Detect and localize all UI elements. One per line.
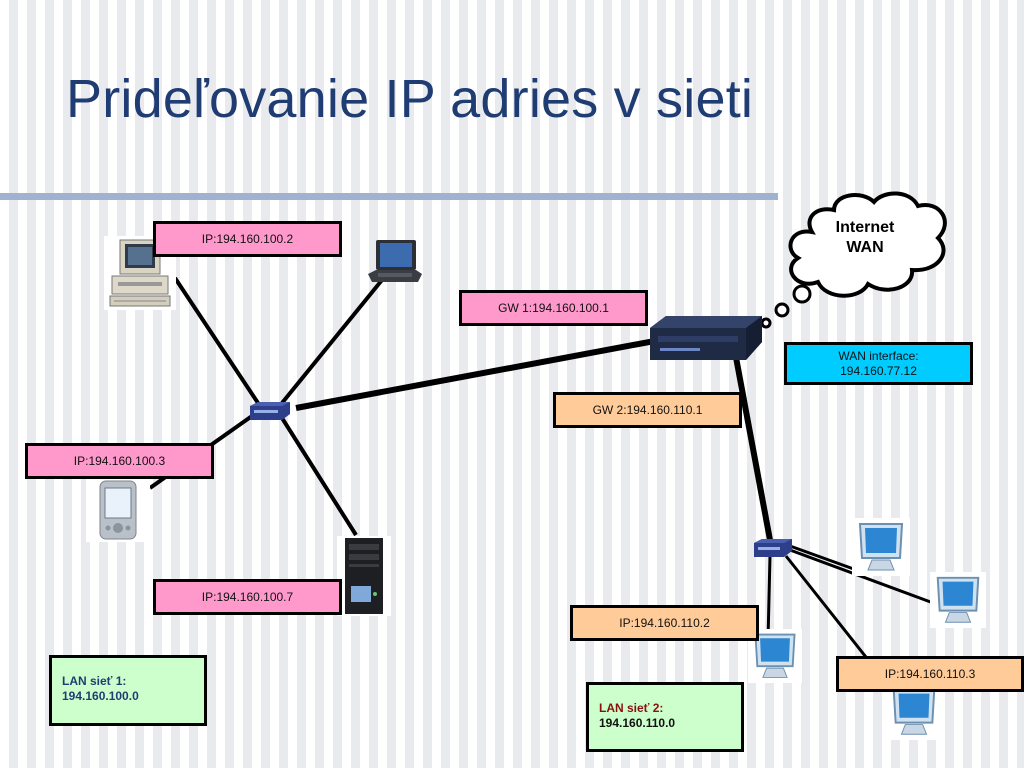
cloud-bubble-large (792, 284, 812, 304)
title-underline (0, 193, 778, 200)
laptop-icon (368, 240, 422, 282)
link-hub2-pc2 (789, 548, 937, 606)
wan-interface-label: WAN interface: 194.160.77.12 (784, 342, 973, 385)
cloud-label-line1: Internet (835, 219, 895, 236)
lan2-address: 194.160.110.0 (599, 716, 676, 730)
cloud-bubble-medium (774, 302, 790, 318)
link-hub2-pc4 (766, 555, 772, 641)
monitor-icon (930, 572, 986, 628)
ip-label-194-160-100-2: IP:194.160.100.2 (153, 221, 342, 257)
gateway2-label: GW 2:194.160.110.1 (553, 392, 742, 428)
ip-label-194-160-110-2: IP:194.160.110.2 (570, 605, 759, 641)
link-hub2-pc1 (789, 544, 863, 574)
wan-interface-line1: WAN interface: (838, 348, 919, 363)
ip-label-194-160-100-7: IP:194.160.100.7 (153, 579, 342, 615)
cloud-label-line2: WAN (846, 239, 884, 256)
gateway1-label: GW 1:194.160.100.1 (459, 290, 648, 326)
lan1-box: LAN sieť 1: 194.160.100.0 (49, 655, 207, 726)
slide-title: Prideľovanie IP adries v sieti (66, 69, 754, 129)
lan1-address: 194.160.100.0 (62, 689, 139, 703)
hub-icon (754, 539, 792, 557)
ip-label-194-160-110-3: IP:194.160.110.3 (836, 656, 1024, 692)
lan1-name: LAN sieť 1: (62, 674, 127, 688)
link-hub1-router (295, 337, 661, 411)
link-desktop-hub1 (173, 276, 260, 405)
tower-pc-icon (337, 536, 391, 616)
lan2-box: LAN sieť 2: 194.160.110.0 (586, 682, 744, 752)
monitor-icon (886, 684, 942, 740)
pda-icon (86, 478, 150, 542)
cloud-label: Internet WAN (806, 218, 924, 258)
monitor-icon (748, 629, 802, 683)
ip-label-194-160-100-3: IP:194.160.100.3 (25, 443, 214, 479)
router-icon (650, 316, 762, 360)
monitor-icon (852, 518, 910, 576)
hub-icon (250, 402, 290, 420)
wan-interface-line2: 194.160.77.12 (840, 363, 917, 378)
link-router-hub2 (732, 351, 773, 541)
link-tower-hub1 (280, 416, 358, 537)
cloud-icon (788, 191, 947, 298)
link-laptop-hub1 (280, 278, 384, 405)
lan2-name: LAN sieť 2: (599, 701, 664, 715)
